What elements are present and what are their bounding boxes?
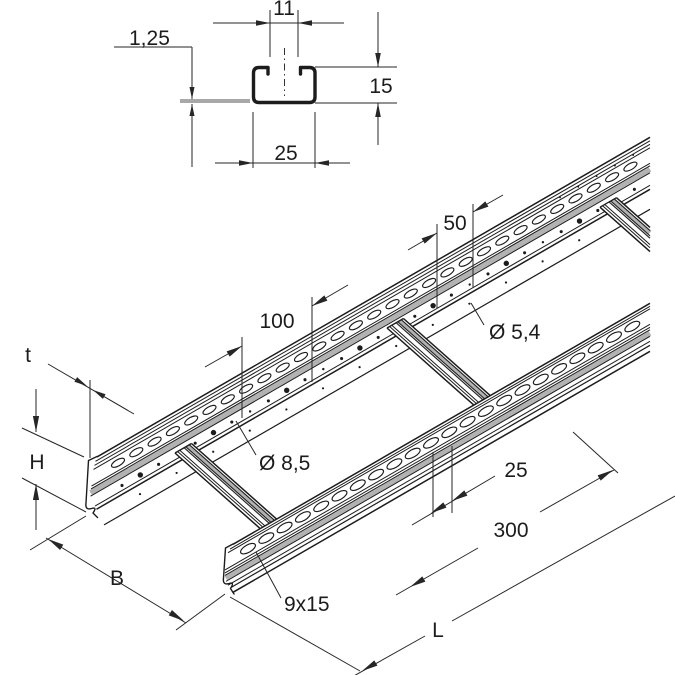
- dim-hole-pitch-50-label: 50: [443, 212, 466, 235]
- dim-thickness-t-label: t: [25, 344, 31, 367]
- dimension-lines: [21, 10, 675, 675]
- dim-slot-width-label: 11: [273, 0, 295, 20]
- dimension-labels: 11 1,25 15 25 50 100 Ø 5,4 Ø 8,5 t H B 2…: [25, 0, 541, 642]
- dim-thickness-label: 1,25: [129, 27, 170, 50]
- rung-cross-section: [180, 48, 317, 105]
- near-side-rail: [222, 302, 652, 595]
- dim-hole-dia-54-label: Ø 5,4: [489, 321, 541, 344]
- rungs: [174, 197, 652, 533]
- dim-hole-pitch-100-label: 100: [259, 310, 294, 333]
- dim-height-H-label: H: [29, 451, 44, 474]
- dim-slot-size-9x15-label: 9x15: [284, 593, 330, 616]
- dim-width-B-label: B: [110, 567, 124, 590]
- dim-length-L-label: L: [432, 619, 444, 642]
- dim-hole-dia-85-label: Ø 8,5: [259, 452, 310, 475]
- dim-profile-width-label: 25: [274, 142, 297, 165]
- dim-rung-width-25-label: 25: [504, 459, 527, 482]
- dim-rung-pitch-300-label: 300: [493, 519, 528, 542]
- dim-profile-height-label: 15: [369, 75, 392, 98]
